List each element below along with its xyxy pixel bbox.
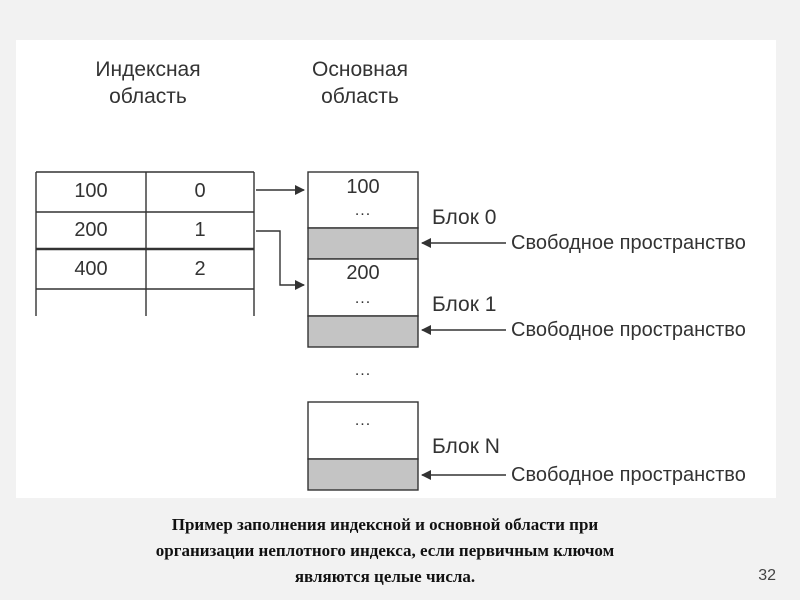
block-label: Блок 1 — [432, 293, 497, 316]
free-space-arrows — [421, 238, 506, 480]
block-n — [307, 401, 419, 491]
pointer-arrow-block-1 — [256, 230, 305, 290]
index-pointers — [256, 185, 305, 290]
caption-line-3: являются целые числа. — [294, 567, 476, 586]
index-block-cell: 0 — [194, 180, 206, 202]
free-space-label: Свободное пространство — [511, 232, 746, 254]
free-space-area — [307, 315, 419, 348]
index-key-cell: 200 — [74, 219, 108, 241]
free-space-label: Свободное пространство — [511, 464, 746, 486]
block-label: Блок 0 — [432, 206, 497, 229]
index-table — [35, 171, 255, 316]
free-space-area — [307, 458, 419, 491]
free-space-area — [307, 227, 419, 260]
caption-line-2: организации неплотного индекса, если пер… — [155, 541, 615, 560]
index-area-heading-line-2: область — [109, 85, 187, 108]
index-block-cell: 2 — [194, 258, 206, 280]
index-block-cell: 1 — [194, 219, 206, 241]
block-label: Блок N — [432, 435, 500, 458]
caption-line-1: Пример заполнения индексной и основной о… — [171, 515, 599, 534]
block-0 — [307, 171, 419, 260]
page-number: 32 — [758, 567, 776, 584]
main-area-heading-line-1: Основная — [312, 58, 408, 81]
index-area-heading-line-1: Индексная — [95, 58, 201, 81]
index-key-cell: 100 — [74, 180, 108, 202]
block-first-key: 100 — [346, 176, 380, 198]
index-area-heading: Индексная область — [68, 56, 228, 110]
figure-caption: Пример заполнения индексной и основной о… — [60, 512, 710, 590]
main-area-heading-line-2: область — [321, 85, 399, 108]
main-area-heading: Основная область — [280, 56, 440, 110]
block-ellipsis: ... — [354, 202, 372, 219]
block-ellipsis: ... — [354, 412, 372, 429]
index-key-cell: 400 — [74, 258, 108, 280]
block-1 — [307, 258, 419, 348]
block-first-key: 200 — [346, 262, 380, 284]
between-blocks-ellipsis: ... — [354, 362, 372, 379]
block-ellipsis: ... — [354, 290, 372, 307]
free-space-label: Свободное пространство — [511, 319, 746, 341]
